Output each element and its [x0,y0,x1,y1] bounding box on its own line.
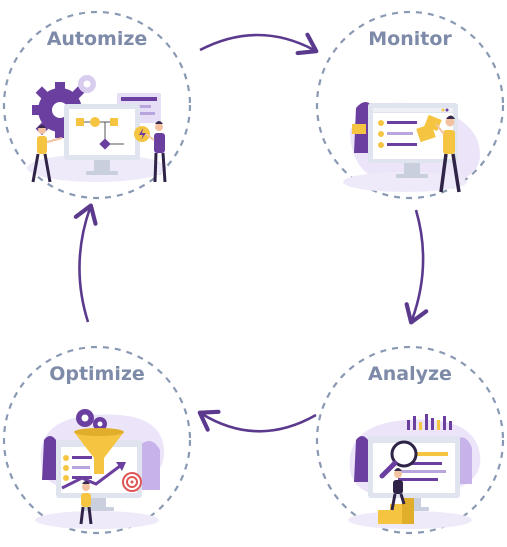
arrow-optimize-to-automize [73,203,98,323]
arrow-analyze-to-optimize [197,409,317,433]
analyze-circle [315,345,505,535]
arrow-monitor-to-analyze [404,209,429,325]
optimize-circle [2,345,192,535]
flowchart-icon [76,117,124,150]
stage-label-analyze: Analyze [368,363,452,385]
status-list-icon [378,120,417,148]
automize-circle [2,10,192,200]
stage-label-automize: Automize [46,28,148,50]
magnifier-icon [379,440,418,479]
stage-label-optimize: Optimize [49,363,145,385]
funnel-icon [74,428,124,474]
analyze-illustration [348,414,481,529]
target-icon [122,472,142,492]
monitor-circle [315,10,505,200]
monitor-illustration [343,102,480,193]
bar-chart-icon [407,414,452,430]
gear-icon [76,409,107,431]
small-gear-icon [78,75,96,93]
optimize-illustration [35,409,165,529]
arrow-automize-to-monitor [199,32,319,56]
automize-illustration [27,75,167,183]
growth-arrow-icon [61,462,126,490]
stage-label-monitor: Monitor [368,28,452,50]
